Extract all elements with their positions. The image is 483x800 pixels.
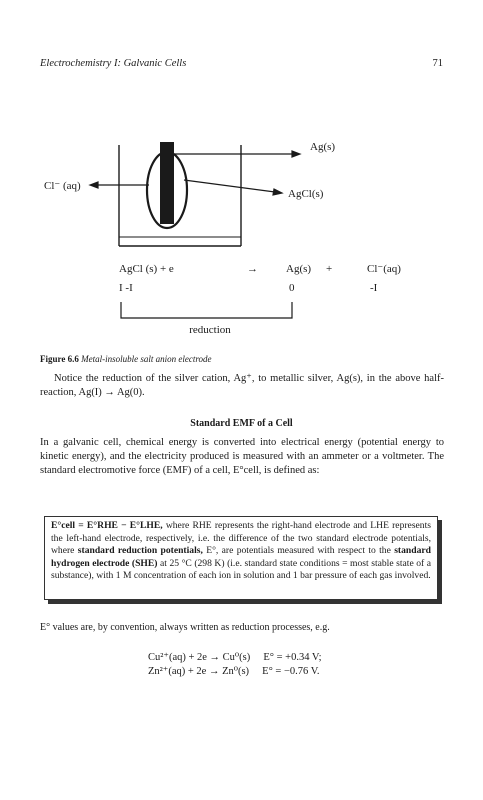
caption-number: Figure 6.6 — [40, 354, 79, 364]
emf-formula: E°cell = E°RHE − E°LHE, — [51, 520, 163, 531]
section-heading: Standard EMF of a Cell — [190, 418, 293, 429]
caption-text: Metal-insoluble salt anion electrode — [81, 354, 212, 364]
reduction-bracket — [120, 302, 293, 319]
definition-text-2: E°, are potentials measured with respect… — [202, 545, 395, 557]
reaction-arrow: → — [247, 263, 258, 275]
oxstate-ag: 0 — [289, 282, 295, 294]
definition-text-1: where RHE represents the right-hand elec… — [51, 520, 432, 557]
page-number: 71 — [432, 58, 444, 69]
running-header: Electrochemistry I: Galvanic Cells 71 — [40, 58, 443, 72]
figure-caption: Figure 6.6 Metal-insoluble salt anion el… — [40, 354, 211, 364]
equation-copper-potential: E° = +0.34 V; — [263, 652, 322, 663]
running-title: Electrochemistry I: Galvanic Cells — [40, 58, 187, 69]
equation-zinc-reaction: Zn²⁺(aq) + 2e → Zn⁰(s) — [148, 666, 250, 677]
paragraph-convention: E° values are, by convention, always wri… — [40, 622, 330, 633]
equation-copper: Cu²⁺(aq) + 2e → Cu⁰(s) E° = +0.34 V; — [148, 651, 322, 665]
oxstate-reactant: I -I — [119, 282, 133, 294]
paragraph-silver-reduction: Notice the reduction of the silver catio… — [40, 373, 444, 398]
emf-definition-box: E°cell = E°RHE − E°LHE, where RHE repres… — [44, 516, 438, 600]
silver-electrode — [160, 142, 174, 224]
label-cl-aq: Cl⁻ (aq) — [44, 180, 81, 192]
paragraph-galvanic-cell: In a galvanic cell, chemical energy is c… — [40, 437, 444, 476]
equation-copper-reaction: Cu²⁺(aq) + 2e → Cu⁰(s) — [148, 652, 251, 663]
label-ag-s: Ag(s) — [310, 141, 335, 153]
equation-zinc: Zn²⁺(aq) + 2e → Zn⁰(s) E° = −0.76 V. — [148, 665, 320, 679]
reaction-product-ag: Ag(s) — [286, 263, 311, 275]
bracket-label: reduction — [189, 324, 231, 336]
definition-bold-2: standard hydrogen electrode (SHE) — [51, 545, 431, 569]
reaction-product-cl: Cl⁻(aq) — [367, 263, 401, 275]
reaction-plus: + — [326, 263, 332, 275]
reaction-reactant: AgCl (s) + e — [119, 263, 174, 275]
equation-zinc-potential: E° = −0.76 V. — [262, 666, 320, 677]
definition-text-3: at 25 °C (298 K) (i.e. standard state co… — [51, 557, 432, 582]
definition-bold-1: standard reduction potentials, — [77, 545, 203, 557]
agcl-arrow — [183, 179, 276, 193]
label-agcl-s: AgCl(s) — [288, 188, 324, 200]
beaker — [118, 145, 242, 247]
electrode-figure: Ag(s) Cl⁻ (aq) AgCl(s) AgCl (s) + e → Ag… — [44, 141, 401, 336]
oxstate-cl: -I — [370, 282, 378, 294]
